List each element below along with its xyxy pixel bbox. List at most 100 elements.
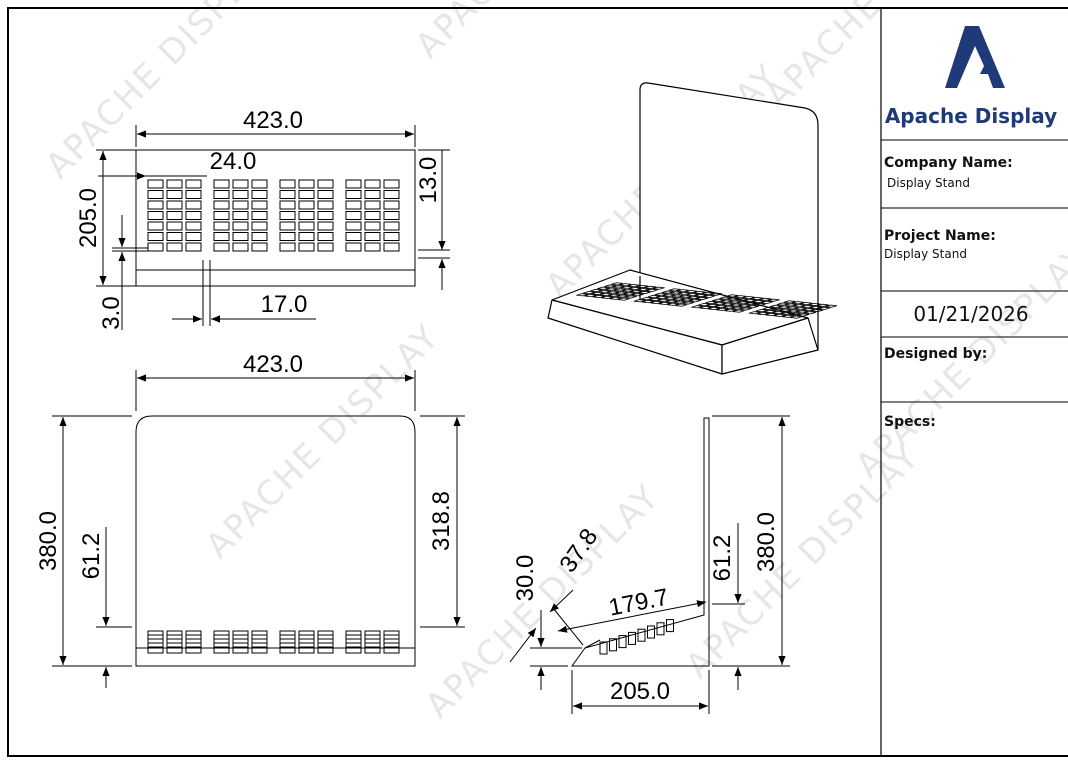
brand-name: Apache Display [884, 104, 1058, 128]
slot-iso [645, 288, 658, 292]
slot [213, 200, 230, 210]
slot-iso [719, 296, 732, 300]
slot-iso [673, 300, 687, 304]
slot [364, 200, 381, 210]
slot [166, 190, 183, 199]
dim-front-base: 61.2 [78, 533, 105, 580]
company-label: Company Name: [884, 155, 1013, 171]
slot-iso [685, 290, 698, 294]
project-label: Project Name: [884, 228, 996, 244]
slot-iso [769, 304, 782, 308]
specs-label: Specs: [884, 414, 936, 430]
slot [345, 221, 362, 231]
slot-iso [682, 301, 695, 305]
slot-iso [624, 295, 637, 299]
slot-iso [664, 296, 677, 300]
slot-iso [706, 303, 719, 307]
top-view [96, 125, 450, 330]
slot-iso [693, 290, 706, 294]
slot [147, 232, 164, 241]
slot-iso [658, 301, 671, 305]
dim-slot-pitch: 24.0 [210, 148, 257, 175]
slot [232, 232, 249, 241]
dim-front-panel: 318.8 [428, 491, 455, 551]
slot [345, 232, 362, 241]
slot-iso [732, 309, 745, 313]
slot-iso [794, 307, 807, 311]
brand-logo: Apache Display [881, 8, 1068, 138]
dim-top-width: 423.0 [243, 107, 303, 134]
iso-back-panel [639, 82, 819, 351]
slot-iso [623, 292, 636, 296]
slot-iso [628, 287, 642, 291]
slot-iso [770, 307, 784, 311]
slot [317, 200, 334, 210]
slot [279, 200, 296, 210]
slot-iso [802, 308, 816, 312]
slot [345, 242, 362, 252]
slot-iso [689, 299, 702, 303]
slot-iso [630, 290, 643, 294]
slot-iso [756, 312, 770, 316]
drawing-date: 01/21/2026 [913, 302, 1029, 326]
slot [279, 242, 296, 252]
slot [213, 242, 230, 252]
slot-iso [712, 298, 725, 302]
slot-iso [726, 294, 739, 298]
slot-iso [737, 301, 750, 305]
slot-iso [584, 294, 597, 298]
slot-iso [784, 303, 798, 307]
slot-iso [743, 299, 757, 303]
side-view-slots [599, 619, 674, 655]
sheet-border [7, 7, 1068, 757]
iso-base-side [721, 317, 819, 375]
slot-side [618, 635, 627, 649]
slot-iso [759, 297, 772, 301]
slot-iso [619, 283, 632, 287]
slot-iso [728, 300, 741, 304]
slot-iso [765, 312, 778, 317]
dim-side-depth: 205.0 [610, 678, 670, 705]
slot-iso [604, 284, 617, 288]
slot [251, 190, 268, 199]
slot-iso [786, 306, 799, 310]
slot [213, 179, 230, 189]
slot [213, 221, 230, 231]
slot-front [147, 630, 164, 654]
slot-iso [654, 292, 667, 296]
slot-iso [668, 288, 681, 292]
slot-front [345, 630, 362, 654]
slot [317, 232, 334, 241]
slot-iso [620, 286, 633, 290]
iso-view [547, 82, 838, 375]
slot-iso [638, 291, 651, 295]
slot [279, 179, 296, 189]
slot-iso [752, 299, 765, 304]
slot [251, 179, 268, 189]
slot-iso [671, 294, 684, 298]
watermark-text: APACHE DISPLAY [198, 317, 448, 567]
front-view-slot-row [147, 630, 400, 654]
project-value: Display Stand [884, 247, 967, 261]
slot [317, 190, 334, 199]
slot [147, 200, 164, 210]
slot [317, 179, 334, 189]
slot [232, 200, 249, 210]
slot [251, 232, 268, 241]
slot [298, 221, 315, 231]
slot-front [364, 630, 381, 654]
slot-front [251, 630, 268, 654]
slot [364, 232, 381, 241]
slot-iso [666, 302, 680, 306]
slot [147, 179, 164, 189]
slot-side [647, 625, 655, 639]
slot [345, 190, 362, 199]
slot-iso [699, 306, 712, 310]
slot-iso [760, 300, 773, 304]
slot-iso [767, 298, 780, 302]
dim-edge-offset: 13.0 [415, 157, 442, 204]
slot [383, 179, 400, 189]
slot-iso [753, 303, 766, 307]
slot-iso [808, 302, 821, 306]
